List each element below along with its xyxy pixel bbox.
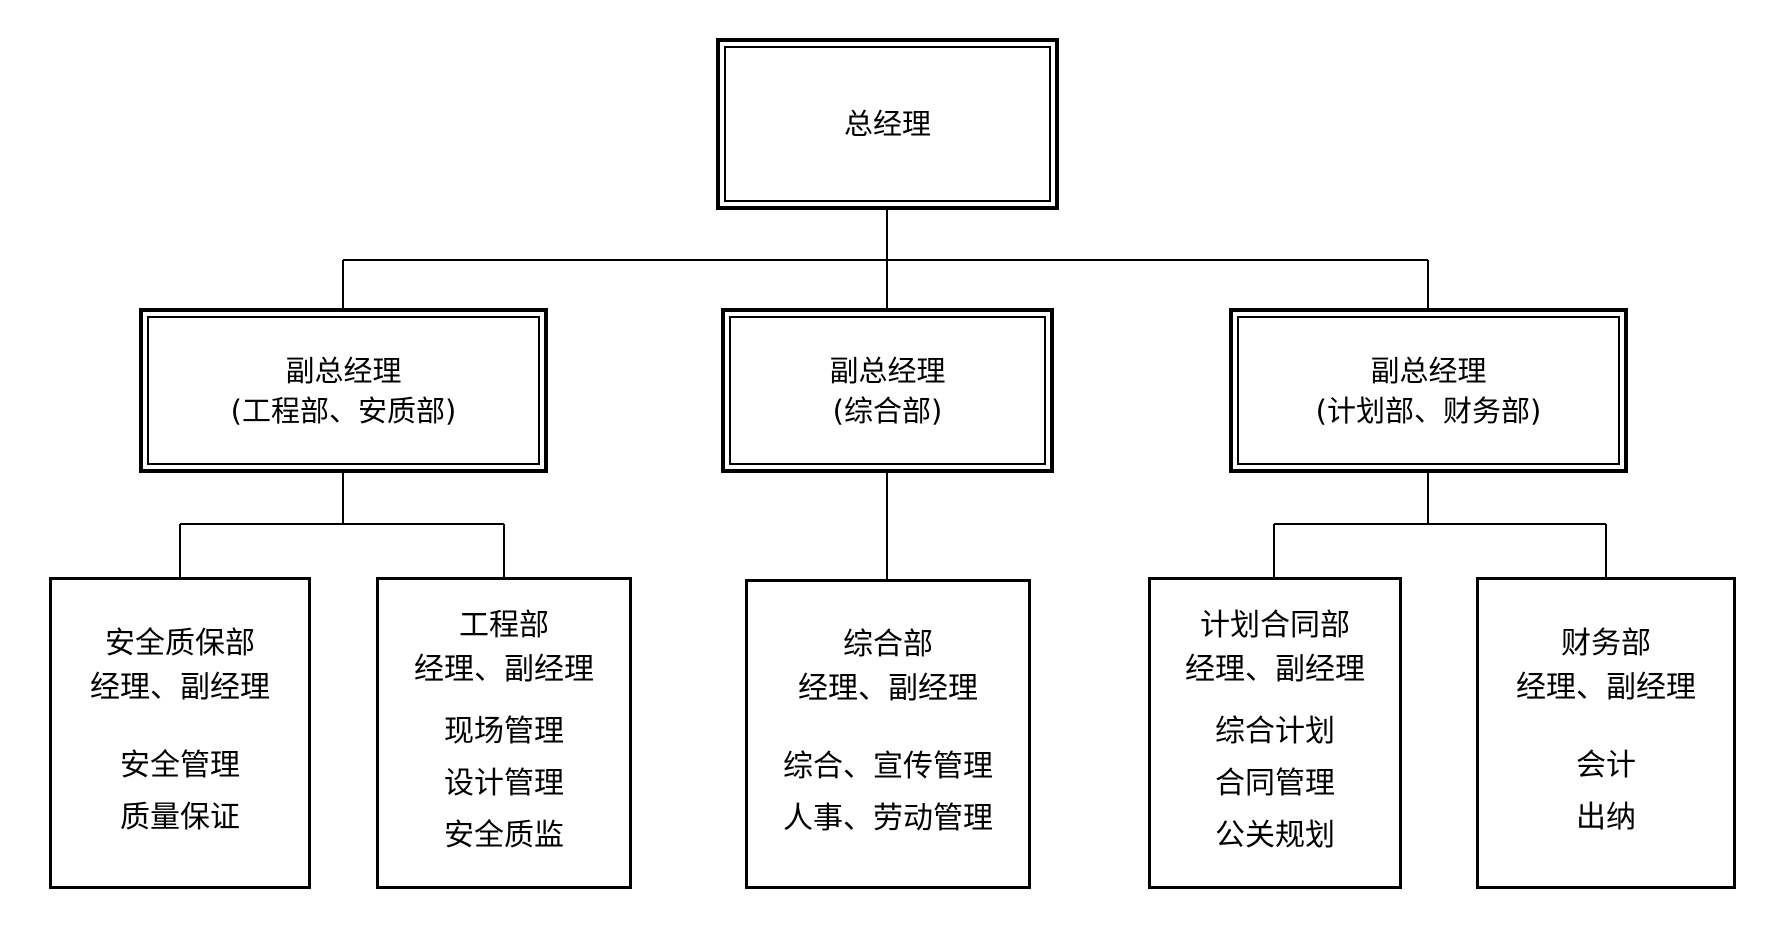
dept-box-safety-quality: 安全质保部 经理、副经理 安全管理 质量保证 [49, 577, 311, 889]
dept-duty-list: 现场管理 设计管理 安全质监 [444, 706, 564, 862]
deputy-title: 副总经理 [1370, 353, 1487, 388]
dept-duty: 合同管理 [1215, 766, 1335, 801]
dept-name: 计划合同部 [1200, 608, 1350, 643]
dept-duty-list: 安全管理 质量保证 [120, 740, 240, 844]
dept-duty: 人事、劳动管理 [783, 801, 993, 836]
deputy-box-planning-finance: 副总经理 (计划部、财务部) [1229, 308, 1628, 473]
dept-box-general-affairs: 综合部 经理、副经理 综合、宣传管理 人事、劳动管理 [745, 579, 1031, 889]
dept-box-planning-contracts: 计划合同部 经理、副经理 综合计划 合同管理 公关规划 [1148, 577, 1402, 889]
dept-duty: 综合计划 [1215, 714, 1335, 749]
dept-name: 综合部 [843, 627, 933, 662]
deputy-scope: (工程部、安质部) [230, 393, 457, 428]
deputy-box-general: 副总经理 (综合部) [721, 308, 1054, 473]
dept-duty: 综合、宣传管理 [783, 749, 993, 784]
deputy-scope: (综合部) [832, 393, 943, 428]
dept-duty-list: 综合、宣传管理 人事、劳动管理 [783, 741, 993, 845]
dept-managers: 经理、副经理 [414, 652, 594, 687]
deputy-scope: (计划部、财务部) [1315, 393, 1542, 428]
dept-duty: 公关规划 [1215, 818, 1335, 853]
dept-duty-list: 会计 出纳 [1576, 740, 1636, 844]
dept-duty: 质量保证 [120, 800, 240, 835]
dept-duty: 安全管理 [120, 748, 240, 783]
ceo-box: 总经理 [716, 38, 1059, 210]
dept-duty: 出纳 [1576, 800, 1636, 835]
dept-duty-list: 综合计划 合同管理 公关规划 [1215, 706, 1335, 862]
dept-duty: 设计管理 [444, 766, 564, 801]
dept-duty: 安全质监 [444, 818, 564, 853]
dept-managers: 经理、副经理 [798, 671, 978, 706]
dept-duty: 现场管理 [444, 714, 564, 749]
dept-managers: 经理、副经理 [1516, 670, 1696, 705]
dept-box-finance: 财务部 经理、副经理 会计 出纳 [1476, 577, 1736, 889]
dept-name: 安全质保部 [105, 626, 255, 661]
deputy-title: 副总经理 [285, 353, 402, 388]
dept-managers: 经理、副经理 [1185, 652, 1365, 687]
dept-name: 财务部 [1561, 626, 1651, 661]
deputy-title: 副总经理 [829, 353, 946, 388]
dept-name: 工程部 [459, 608, 549, 643]
dept-managers: 经理、副经理 [90, 670, 270, 705]
dept-box-engineering: 工程部 经理、副经理 现场管理 设计管理 安全质监 [376, 577, 632, 889]
dept-duty: 会计 [1576, 748, 1636, 783]
ceo-title: 总经理 [843, 107, 931, 141]
deputy-box-engineering: 副总经理 (工程部、安质部) [139, 308, 548, 473]
